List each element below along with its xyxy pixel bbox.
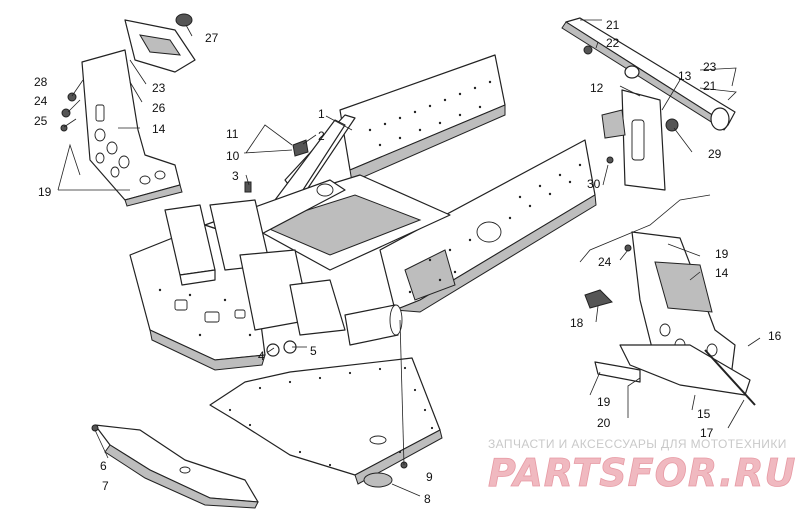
- callout-16: 16: [768, 329, 782, 343]
- callout-19-left: 19: [38, 185, 52, 199]
- callout-28: 28: [34, 75, 48, 89]
- watermark-brand: PARTSFOR.RU: [488, 451, 796, 495]
- leader-lines: [57, 19, 761, 497]
- callout-24-left: 24: [34, 94, 48, 108]
- callout-20: 20: [597, 416, 611, 430]
- callout-11: 11: [226, 127, 239, 141]
- callout-18: 18: [570, 316, 584, 330]
- callout-25: 25: [34, 114, 48, 128]
- steering-post: [561, 17, 736, 132]
- callout-5: 5: [310, 344, 317, 358]
- callout-6: 6: [100, 459, 107, 473]
- chassis-frame: [129, 54, 597, 371]
- callout-23-left: 23: [152, 81, 166, 95]
- callout-8: 8: [424, 492, 431, 506]
- callout-labels: 1 2 3 4 5 6 7 8 9 10 11 12 13 14 14 15 1…: [34, 18, 782, 506]
- callout-9: 9: [426, 470, 433, 484]
- callout-24-right: 24: [598, 255, 612, 269]
- callout-19-right: 19: [715, 247, 729, 261]
- callout-26: 26: [152, 101, 166, 115]
- callout-19-bottom: 19: [597, 395, 611, 409]
- callout-14-right: 14: [715, 266, 729, 280]
- callout-30: 30: [587, 177, 601, 191]
- callout-13: 13: [678, 69, 692, 83]
- belly-pan: [209, 357, 443, 485]
- callout-22: 22: [606, 36, 620, 50]
- left-footrest: [60, 13, 196, 207]
- callout-21-right: 21: [703, 79, 717, 93]
- callout-4: 4: [258, 349, 265, 363]
- callout-15: 15: [697, 407, 711, 421]
- callout-21-top: 21: [606, 18, 620, 32]
- watermark-tagline: ЗАПЧАСТИ И АКСЕССУАРЫ ДЛЯ МОТОТЕХНИКИ: [488, 437, 787, 451]
- callout-29: 29: [708, 147, 722, 161]
- callout-23-right: 23: [703, 60, 717, 74]
- steering-bracket: [601, 89, 666, 191]
- callout-7: 7: [102, 479, 109, 493]
- callout-10: 10: [226, 149, 240, 163]
- callout-12: 12: [590, 81, 604, 95]
- hardware: [91, 139, 632, 488]
- callout-17: 17: [700, 426, 714, 440]
- callout-2: 2: [318, 129, 325, 143]
- front-bumper-skid: [94, 424, 259, 509]
- watermark: ЗАПЧАСТИ И АКСЕССУАРЫ ДЛЯ МОТОТЕХНИКИ PA…: [488, 437, 796, 495]
- callout-14-left: 14: [152, 122, 166, 136]
- callout-3: 3: [232, 169, 239, 183]
- callout-1: 1: [318, 107, 325, 121]
- callout-27: 27: [205, 31, 219, 45]
- right-footrest: [584, 231, 756, 406]
